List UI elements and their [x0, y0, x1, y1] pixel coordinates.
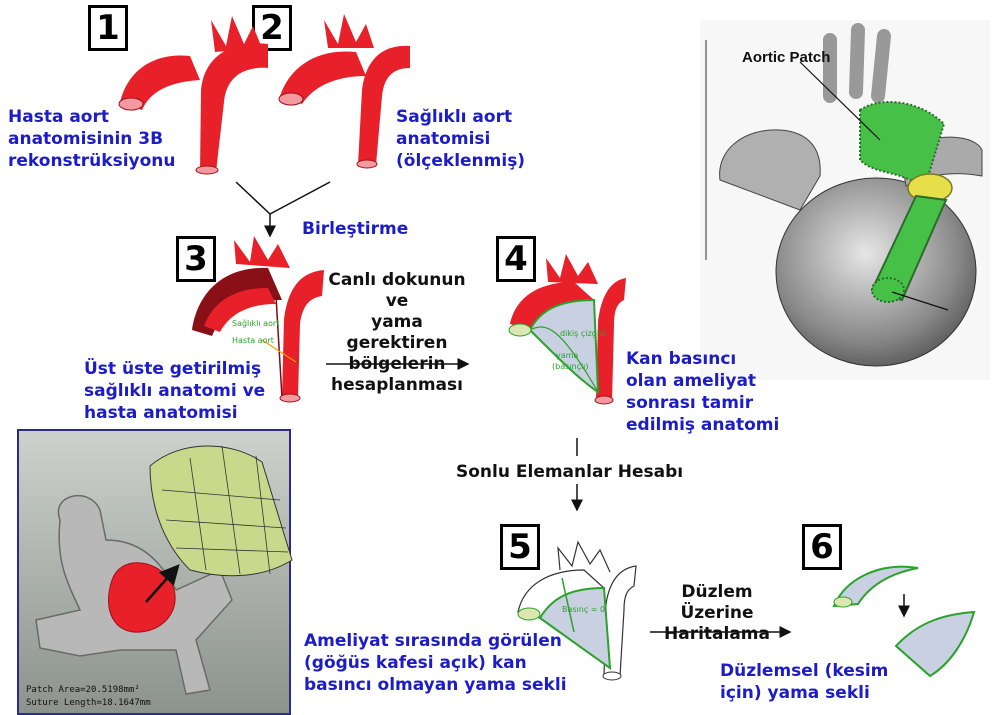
- label-flatten: Düzlem Üzerine Haritalama: [664, 582, 770, 644]
- caption-step3: Üst üste getirilmiş sağlıklı anatomi ve …: [84, 359, 266, 423]
- caption-step6: Düzlemsel (kesim için) yama sekli: [720, 661, 889, 703]
- step-number-1: 1: [88, 5, 128, 51]
- caption-step4: Kan basıncı olan ameliyat sonrası tamir …: [626, 349, 780, 435]
- label-calc: Canlı dokunun ve yama gerektiren bölgele…: [328, 270, 466, 395]
- label-patient-aorta: Hasta aort: [232, 336, 274, 345]
- patch-step6: [832, 565, 976, 678]
- step-number-4: 4: [496, 236, 536, 282]
- inset-suture-length: Suture Length=18.1647mm: [26, 698, 151, 708]
- heart-illustration: [700, 20, 990, 380]
- caption-step1: Hasta aort anatomisinin 3B rekonstrüksiy…: [8, 107, 176, 171]
- aorta-step4: [508, 254, 626, 405]
- label-patch: yama: [556, 351, 578, 360]
- caption-step2: Sağlıklı aort anatomisi (ölçeklenmiş): [396, 107, 526, 171]
- aorta-step1: [118, 16, 268, 175]
- label-pressure-zero: Basınç = 0: [562, 605, 605, 614]
- step-number-3: 3: [176, 236, 216, 282]
- label-pressurized: (basınçlı): [552, 362, 589, 371]
- inset-patch-area: Patch Area=20.5198mm²: [26, 685, 140, 695]
- label-merge: Birleştirme: [302, 219, 409, 239]
- label-suture-line: dikiş çizgisi: [560, 329, 605, 338]
- aorta-step3: [192, 236, 324, 403]
- aortic-patch-label: Aortic Patch: [742, 49, 830, 66]
- step-number-5: 5: [500, 524, 540, 570]
- caption-step5: Ameliyat sırasında görülen (göğüs kafesi…: [304, 631, 567, 695]
- step-number-6: 6: [802, 524, 842, 570]
- label-healthy-aorta: Sağlıklı aort: [232, 319, 279, 328]
- aorta-step2: [278, 14, 410, 169]
- merge-connector: [235, 181, 331, 238]
- aorta-step5: [517, 540, 637, 681]
- label-fem: Sonlu Elemanlar Hesabı: [456, 462, 684, 482]
- inset-3d-model: [17, 429, 293, 715]
